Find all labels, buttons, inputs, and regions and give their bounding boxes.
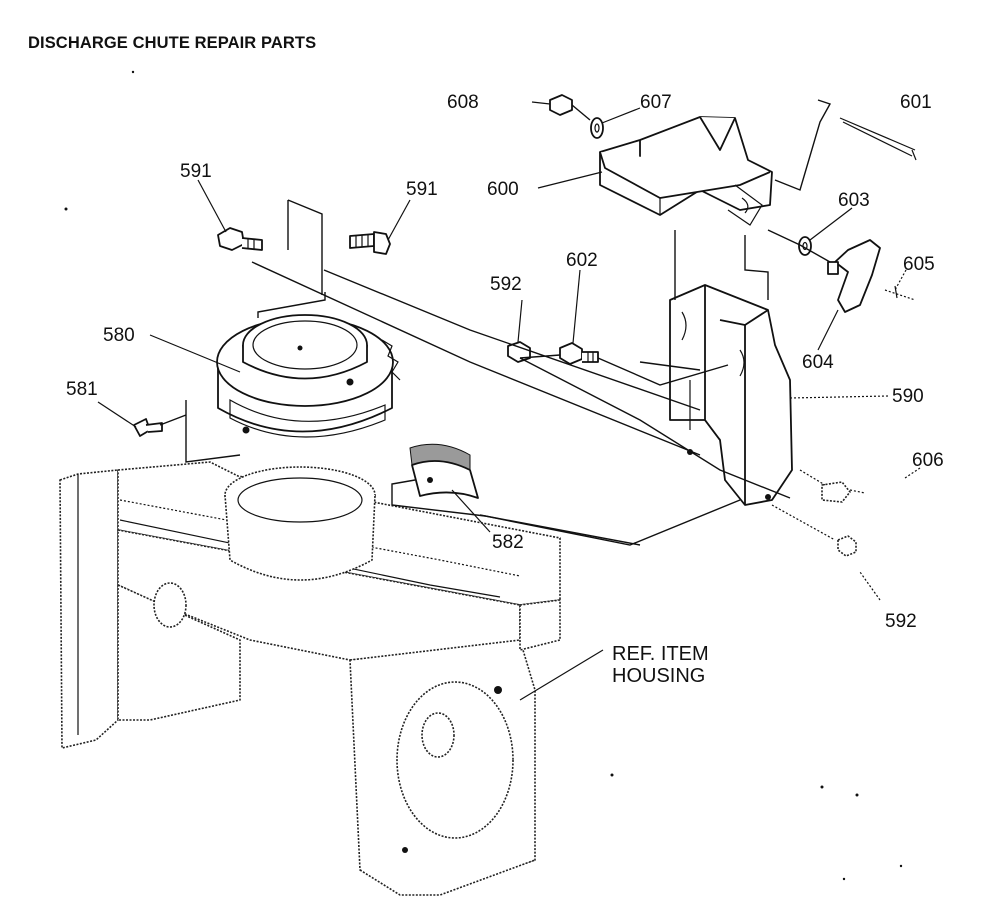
washer-603 [798, 236, 812, 256]
leader-lines [97, 101, 921, 701]
label-591-right: 591 [406, 179, 438, 200]
label-603: 603 [838, 190, 870, 211]
nut-592-lower [837, 535, 857, 557]
deflector-600 [599, 116, 773, 226]
label-608: 608 [447, 92, 479, 113]
label-582: 582 [492, 532, 524, 553]
bolt-591-left [217, 227, 263, 251]
label-580: 580 [103, 325, 135, 346]
label-591-left: 591 [180, 161, 212, 182]
knob-604 [827, 239, 881, 313]
washer-607 [590, 117, 604, 139]
nut-608 [549, 94, 573, 116]
pin-601 [839, 117, 917, 161]
label-601: 601 [900, 92, 932, 113]
label-592-upper: 592 [490, 274, 522, 295]
label-581: 581 [66, 379, 98, 400]
ref-item-label-line2: HOUSING [612, 665, 705, 687]
bolt-591-right [349, 231, 391, 255]
label-605: 605 [903, 254, 935, 275]
ref-item-label-line1: REF. ITEM [612, 643, 709, 665]
label-602: 602 [566, 250, 598, 271]
label-600: 600 [487, 179, 519, 200]
label-592-lower: 592 [885, 611, 917, 632]
label-607: 607 [640, 92, 672, 113]
pin-605 [884, 285, 916, 301]
bolt-602 [559, 342, 599, 365]
housing [59, 461, 561, 896]
clamp-plate-582 [409, 443, 479, 499]
screw-581 [133, 418, 163, 437]
assembly-lines [159, 99, 836, 546]
chute-590 [669, 284, 793, 506]
label-606: 606 [912, 450, 944, 471]
chute-ring-580 [216, 314, 401, 438]
label-590: 590 [892, 386, 924, 407]
bolt-606 [821, 481, 866, 503]
page-title: DISCHARGE CHUTE REPAIR PARTS [28, 34, 317, 52]
scan-specks [64, 70, 903, 881]
label-604: 604 [802, 352, 834, 373]
